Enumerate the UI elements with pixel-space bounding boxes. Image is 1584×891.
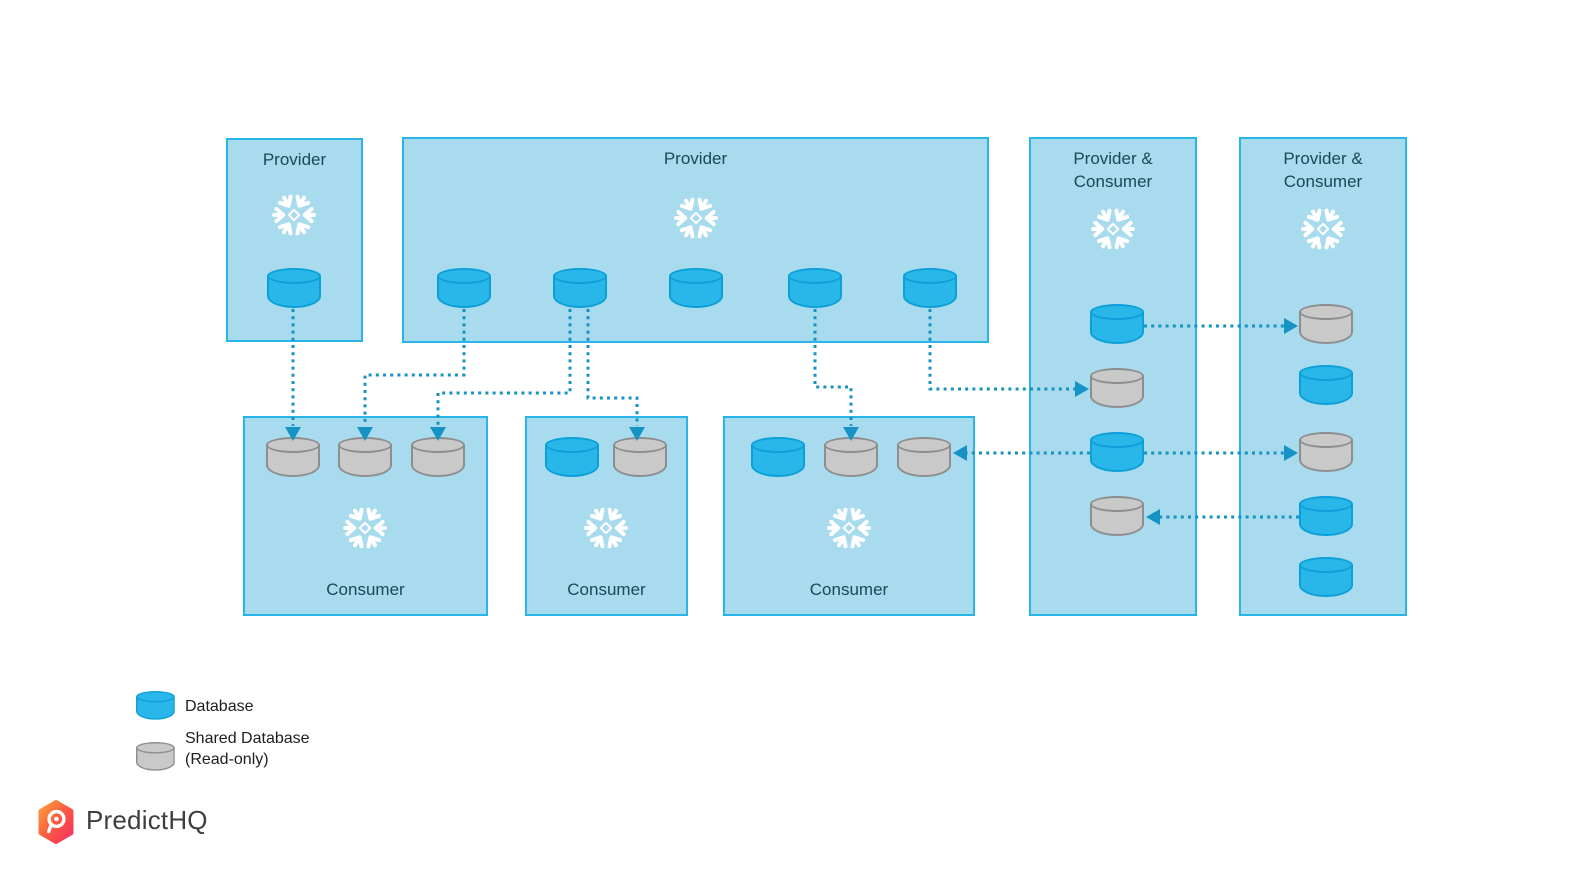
box-provider-1: Provider — [226, 138, 363, 342]
database-cylinder — [267, 268, 321, 308]
snowflake-icon — [342, 505, 388, 551]
snowflake-icon — [826, 505, 872, 551]
database-cylinder — [1299, 365, 1353, 405]
box-title: Provider — [663, 149, 728, 168]
database-cylinder — [903, 268, 957, 308]
box-provider-consumer-1: Provider &Consumer — [1029, 137, 1197, 616]
database-cylinder — [669, 268, 723, 308]
legend-label: Database — [185, 698, 254, 715]
predicthq-wordmark: PredictHQ — [86, 805, 208, 835]
snowflake-icon — [673, 195, 719, 241]
shared-database-cylinder — [824, 437, 878, 477]
shared-database-cylinder — [1090, 368, 1144, 408]
snowflake-icon — [1300, 206, 1346, 252]
database-cylinder — [437, 268, 491, 308]
shared-database-cylinder — [897, 437, 951, 477]
legend-label: Shared Database (Read-only) — [185, 730, 310, 768]
box-consumer-2: Consumer — [525, 416, 688, 616]
box-consumer-3: Consumer — [723, 416, 975, 616]
box-provider-2: Provider — [402, 137, 989, 343]
database-cylinder — [1090, 304, 1144, 344]
shared-database-cylinder — [1090, 496, 1144, 536]
snowflake-icon — [583, 505, 629, 551]
snowflake-icon — [1090, 206, 1136, 252]
box-title: Consumer — [326, 580, 405, 599]
box-title: Provider &Consumer — [1283, 149, 1363, 191]
box-provider-consumer-2: Provider &Consumer — [1239, 137, 1407, 616]
shared-database-cylinder — [266, 437, 320, 477]
shared-database-cylinder — [1299, 432, 1353, 472]
box-title: Consumer — [809, 580, 889, 599]
shared-database-cylinder — [338, 437, 392, 477]
box-title: Provider &Consumer — [1073, 149, 1153, 191]
snowflake-icon — [271, 192, 317, 238]
predicthq-logo: PredictHQ — [36, 800, 208, 844]
box-title: Provider — [262, 150, 327, 169]
database-cylinder — [545, 437, 599, 477]
box-title: Consumer — [567, 580, 646, 599]
database-cylinder — [553, 268, 607, 308]
predicthq-hexagon-icon — [38, 800, 74, 844]
database-cylinder — [788, 268, 842, 308]
shared-database-cylinder — [613, 437, 667, 477]
database-cylinder — [1090, 432, 1144, 472]
database-cylinder — [1299, 557, 1353, 597]
box-consumer-1: Consumer — [243, 416, 488, 616]
database-cylinder — [1299, 496, 1353, 536]
shared-database-cylinder — [1299, 304, 1353, 344]
shared-database-cylinder — [411, 437, 465, 477]
database-cylinder — [751, 437, 805, 477]
